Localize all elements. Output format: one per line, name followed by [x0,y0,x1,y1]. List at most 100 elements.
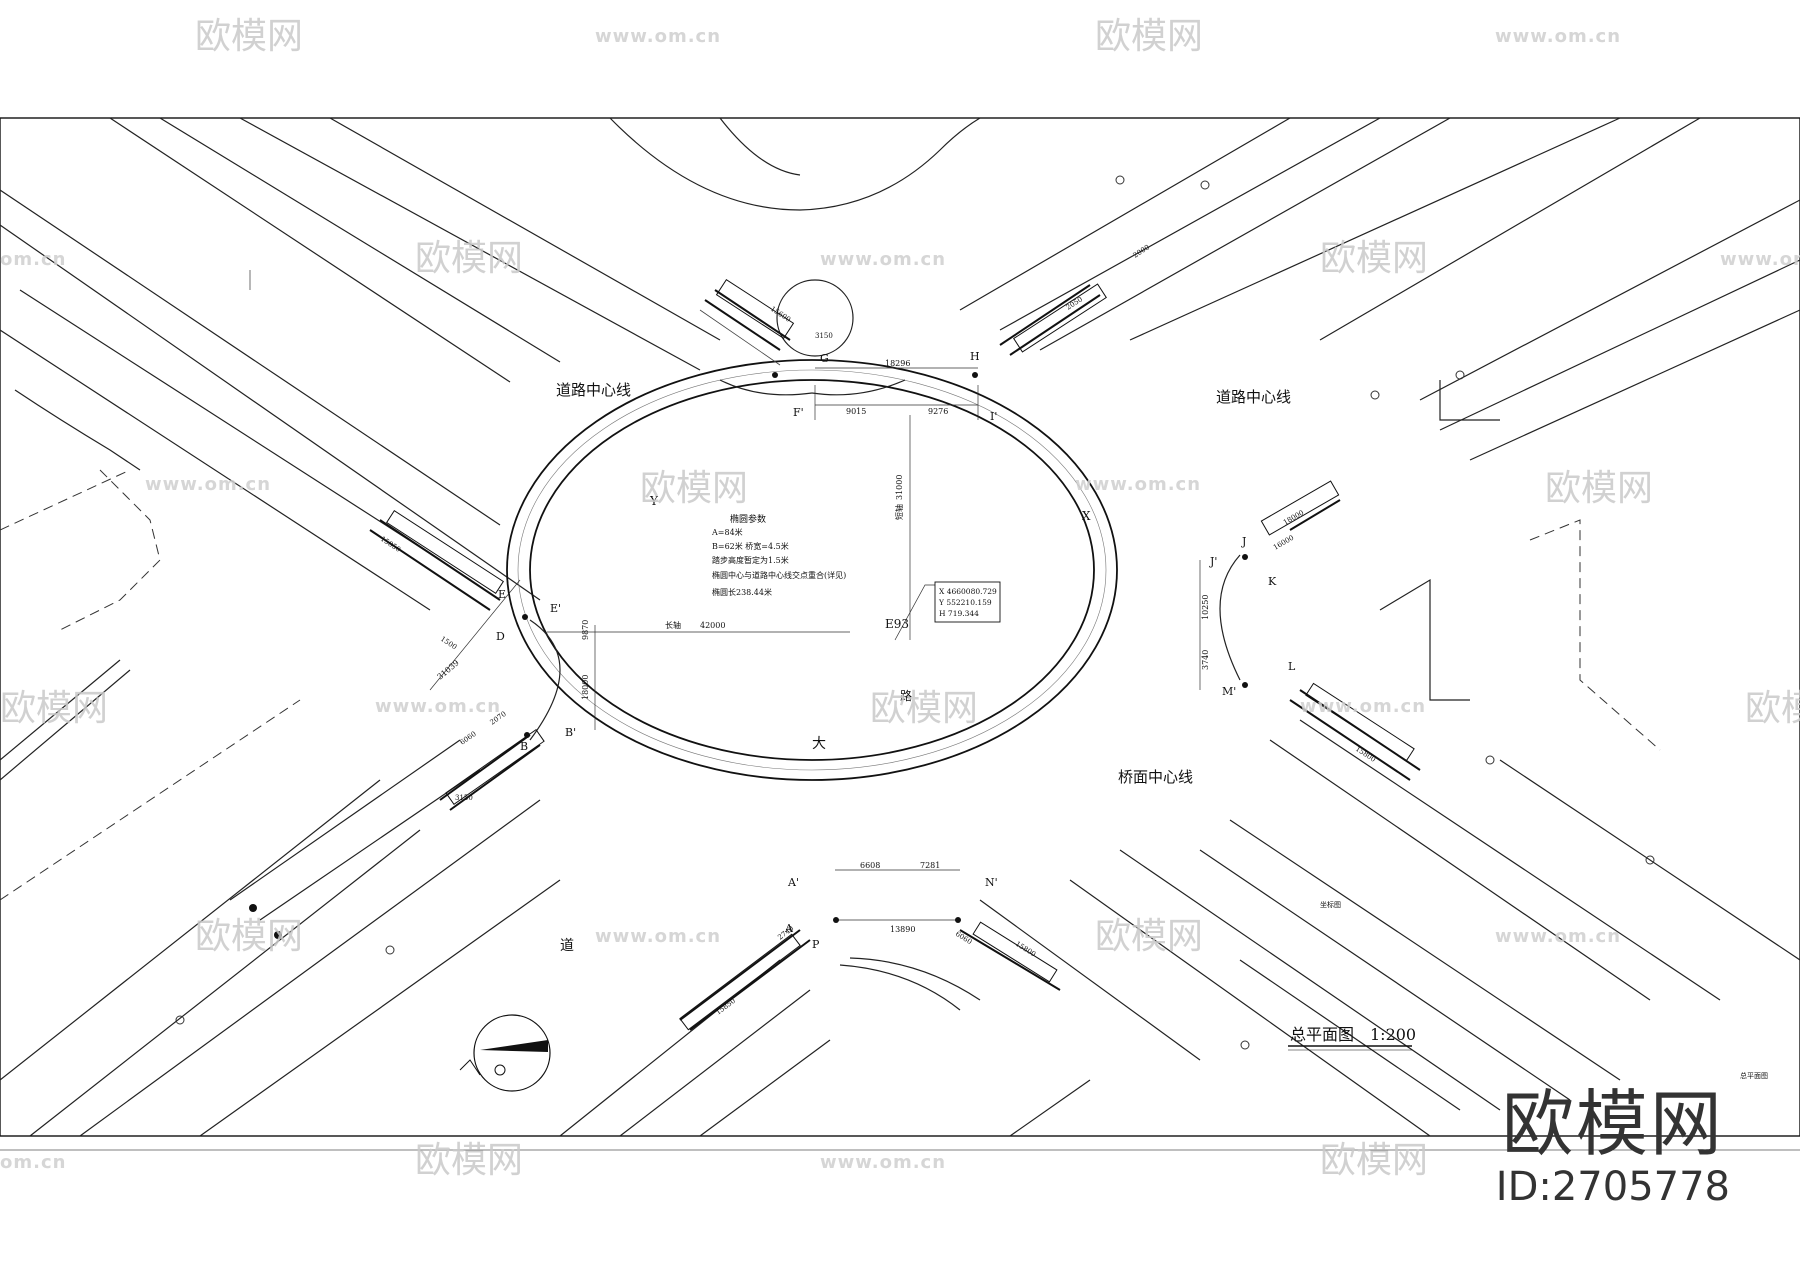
watermarks: 欧模网 www.om.cn 欧模网 www.om.cn om.cn 欧模网 ww… [0,16,1800,1181]
long-axis-value: 42000 [700,621,725,630]
svg-text:A': A' [787,876,799,889]
dim-left-1: 9870 [581,620,590,640]
svg-text:M': M' [1222,685,1236,698]
dim-top-left: 9015 [846,407,866,416]
svg-text:www.om.cn: www.om.cn [820,249,946,270]
plaza-circle [776,279,854,357]
elliptical-bridge [506,359,1118,781]
stair-ramp-east [1260,480,1341,536]
stair-ramp-northeast [999,283,1107,356]
lower-road-curve [839,964,961,1011]
road-char-y: Y [649,494,659,508]
svg-text:B=62米 桥宽=4.5米: B=62米 桥宽=4.5米 [712,541,789,551]
svg-text:椭圆中心与道路中心线交点重合(详见): 椭圆中心与道路中心线交点重合(详见) [712,570,846,580]
svg-text:2050: 2050 [1065,295,1084,311]
svg-text:H: H [970,350,980,363]
dim-left-2: 18000 [581,675,590,700]
road-char-da: 大 [812,736,826,752]
svg-text:欧模网: 欧模网 [1745,688,1800,729]
road-lower-right [979,719,1800,1137]
svg-text:E: E [498,588,506,601]
brand-logo: 欧模网 ID:2705778 [1496,1084,1730,1210]
svg-text:2000: 2000 [1132,243,1151,259]
lamp-posts [175,175,1655,1050]
dim-left-3: 31039 [436,658,461,681]
road-lower-left [0,659,831,1137]
dim-bottom-left: 6608 [860,861,880,870]
svg-text:G: G [820,352,829,365]
road-centerline-label-right: 道路中心线 [1216,388,1291,406]
bridge-centerline-label: 桥面中心线 [1118,768,1193,786]
svg-text:www.om.cn: www.om.cn [1075,474,1201,495]
svg-text:欧模网: 欧模网 [1095,16,1203,57]
road-centerline-label-left: 道路中心线 [556,381,631,399]
svg-text:J: J [1241,535,1246,548]
svg-text:www.om.cn: www.om.cn [1495,926,1621,947]
svg-text:B: B [520,740,528,753]
stair-ramp-northwest [699,278,795,366]
stair-ramp-south-east [959,921,1061,991]
svg-text:欧模网: 欧模网 [640,468,748,509]
svg-text:15800: 15800 [1014,940,1037,959]
upper-road-curve [609,117,981,211]
svg-text:E': E' [550,602,561,615]
dim-right-1: 10250 [1201,595,1210,620]
point-labels: G H F' I' E E' D B B' J J' K L M' A A' P… [496,350,1296,951]
short-axis-value: 31000 [895,475,904,500]
dim-top-right: 9276 [928,407,948,416]
stair-dimensions: 15600 3150 2050 2000 15850 1500 18000 15… [379,243,1377,1016]
svg-text:15850: 15850 [714,997,737,1017]
svg-text:www.om.cn: www.om.cn [1495,26,1621,47]
svg-text:欧模网: 欧模网 [1095,916,1203,957]
svg-text:欧模网: 欧模网 [1320,1140,1428,1181]
svg-text:B': B' [565,726,576,739]
svg-text:欧模网: 欧模网 [415,1140,523,1181]
svg-text:6060: 6060 [459,730,478,747]
svg-text:1500: 1500 [439,635,458,651]
survey-points [249,372,1248,939]
svg-text:欧模网: 欧模网 [1320,238,1428,279]
dim-bottom-total: 13890 [890,925,915,934]
svg-text:欧模网: 欧模网 [195,916,303,957]
svg-text:Y 552210.159: Y 552210.159 [938,598,992,607]
svg-text:F': F' [793,406,804,419]
svg-text:om.cn: om.cn [0,1152,66,1173]
svg-text:om.cn: om.cn [0,249,66,270]
svg-text:www.om.cn: www.om.cn [1720,249,1800,270]
svg-text:D: D [496,630,505,643]
ellipse-parameters: 椭圆参数 A=84米 B=62米 桥宽=4.5米 踏步高度暂定为1.5米 椭圆中… [711,513,846,597]
svg-text:欧模网: 欧模网 [415,238,523,279]
svg-text:www.om.cn: www.om.cn [375,696,501,717]
svg-text:H 719.344: H 719.344 [939,609,979,618]
north-arrow-icon [459,1014,551,1092]
long-axis-label: 长轴 [665,620,681,630]
road-char-lu: 路 [900,688,912,703]
short-axis-label: 短轴 [894,504,904,520]
svg-text:J': J' [1209,555,1217,568]
junction-arcs [529,379,1241,741]
svg-text:15800: 15800 [1354,745,1377,764]
svg-text:A=84米: A=84米 [711,527,743,537]
svg-text:www.om.cn: www.om.cn [145,474,271,495]
svg-text:K: K [1268,575,1277,588]
svg-text:3150: 3150 [815,332,833,340]
svg-text:1:200: 1:200 [1370,1025,1416,1044]
svg-text:总平面图: 总平面图 [1290,1025,1354,1044]
svg-text:椭圆长238.44米: 椭圆长238.44米 [712,587,772,597]
svg-text:A: A [784,922,794,935]
svg-text:16000: 16000 [1272,534,1295,552]
dim-right-2: 3740 [1201,650,1210,670]
svg-text:3150: 3150 [455,794,473,802]
road-char-dao: 道 [560,938,574,954]
svg-text:www.om.cn: www.om.cn [595,26,721,47]
svg-text:15600: 15600 [769,305,792,324]
stair-ramp-southwest [439,729,545,811]
svg-text:椭圆参数: 椭圆参数 [730,513,766,525]
road-char-x: X [1082,509,1091,523]
svg-text:I': I' [990,410,997,423]
svg-text:P: P [812,938,820,951]
road-upper-left [0,117,721,631]
center-label: E93 [885,617,909,631]
svg-text:X 4660080.729: X 4660080.729 [939,587,997,596]
